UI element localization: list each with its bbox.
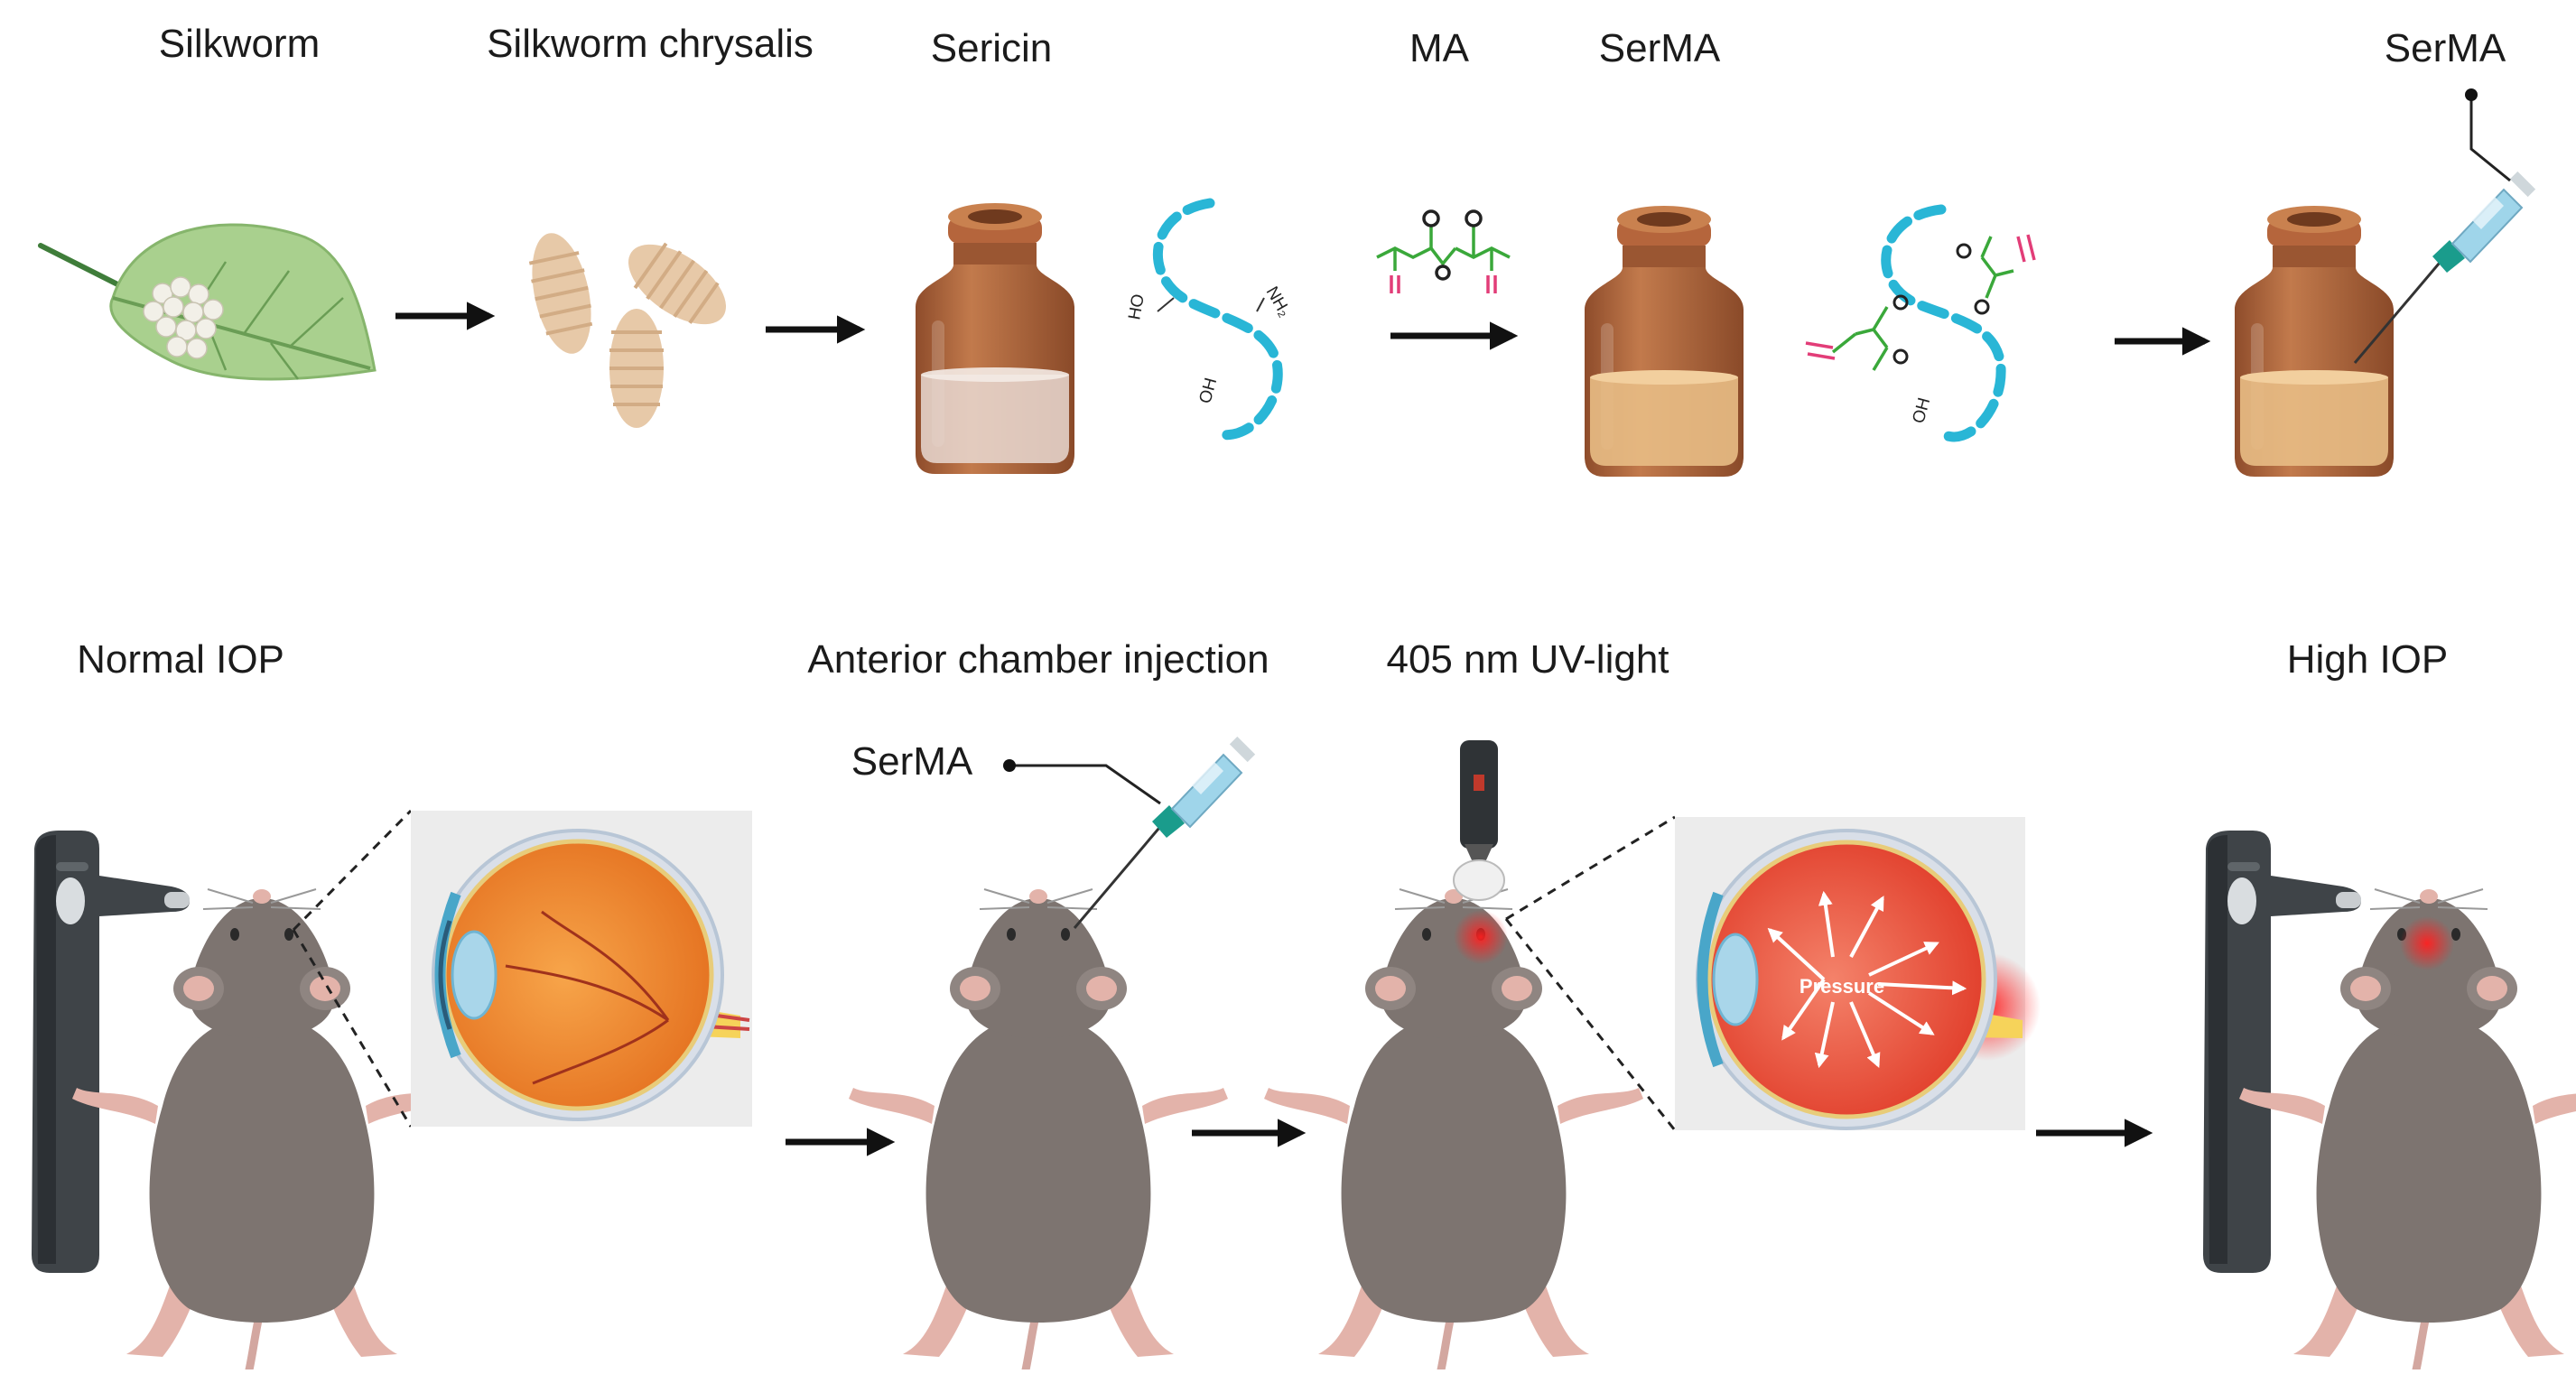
mouse-icon [72,889,451,1369]
mouse-injection-icon [849,889,1228,1369]
sericin-group-nh2: NH₂ [1262,283,1295,320]
zoom-line-top-2 [1505,815,1676,921]
high-iop-glow [2400,916,2454,970]
serma-group-oh: OH [1910,395,1935,425]
sericin-label: Sericin [931,26,1053,70]
serma-chain-icon: OH [1805,204,2036,442]
pressure-label: Pressure [1799,975,1884,998]
zoom-line-top [292,809,413,932]
ma-label: MA [1409,26,1470,70]
serma-needle-dot [1003,759,1016,772]
chrysalis-icon [528,233,727,428]
uv-torch-icon [1453,740,1505,901]
uv-light-label: 405 nm UV-light [1386,637,1669,682]
sericin-chain-icon: HO NH₂ OH [1125,198,1295,441]
ma-molecule-icon [1376,209,1511,293]
silkworm-label: Silkworm [159,22,320,66]
high-iop-label: High IOP [2287,637,2449,682]
eye-cross-section-icon [432,829,750,1121]
serma-pointer-line [2469,95,2511,182]
silkworm-chrysalis-label: Silkworm chrysalis [487,22,814,66]
mouse-uv-icon [1264,889,1643,1369]
serma-syringe-bottle-icon [2235,206,2394,477]
eye-pressure-icon: Pressure [1696,829,2041,1130]
serma-needle-pointer [1011,764,1161,805]
sericin-bottle-icon [916,203,1074,474]
sericin-group-oh: OH [1196,376,1222,405]
injection-label: Anterior chamber injection [807,637,1269,682]
serma-syringe-label: SerMA [2385,26,2506,70]
serma-needle-label: SerMA [851,739,973,784]
serma-bottle-icon [1585,206,1744,477]
leaf-with-eggs-icon [38,223,377,381]
uv-spot [1454,910,1508,964]
normal-iop-label: Normal IOP [77,637,284,682]
zoom-line-bottom [292,929,413,1128]
zoom-line-bottom-2 [1504,918,1677,1131]
serma-pointer-dot [2465,88,2478,101]
sericin-group-ho: HO [1125,292,1149,321]
serma-label: SerMA [1599,26,1721,70]
